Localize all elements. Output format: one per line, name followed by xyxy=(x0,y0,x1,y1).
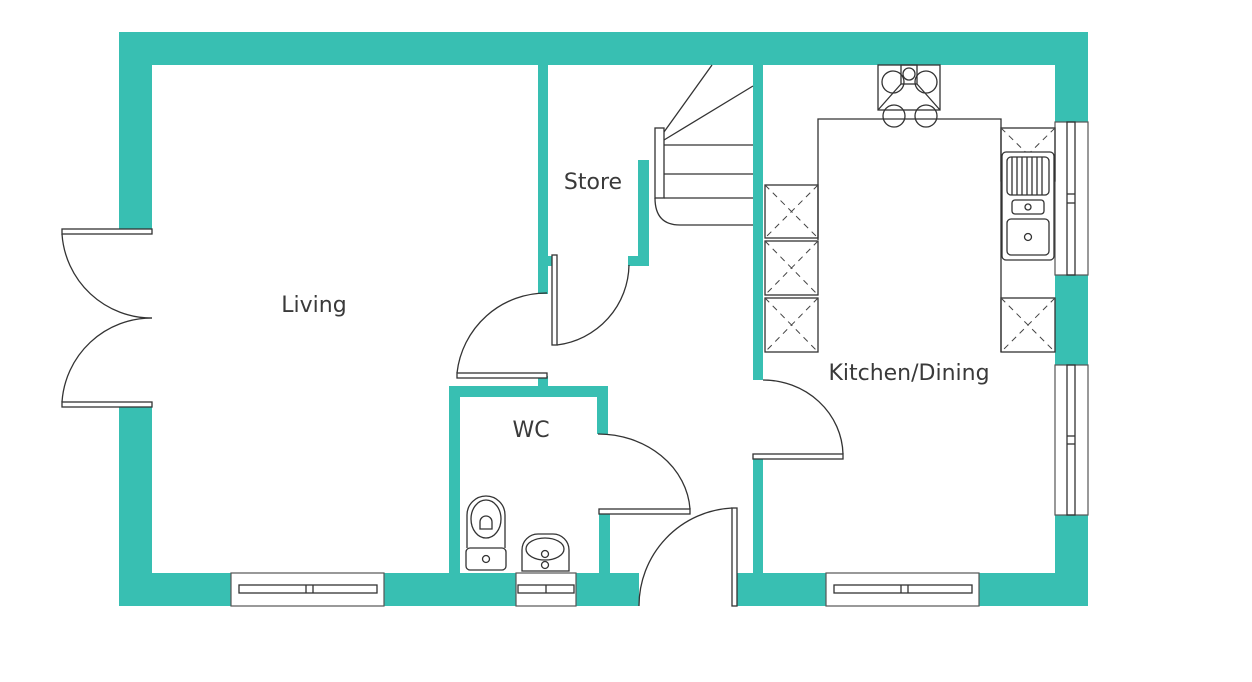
window-icon xyxy=(1054,364,1089,516)
door-icon[interactable] xyxy=(638,507,738,607)
appliance-icon xyxy=(764,297,819,353)
wall-wc-top xyxy=(449,386,608,397)
doors xyxy=(61,228,844,607)
double-door-icon[interactable] xyxy=(61,228,153,408)
wall-store-return xyxy=(628,256,649,266)
window-icon xyxy=(1054,121,1089,276)
door-icon[interactable] xyxy=(551,254,630,346)
wall-store-right xyxy=(638,160,649,266)
room-label-store: Store xyxy=(564,170,622,195)
wall-living-stub xyxy=(538,376,548,388)
hob-icon xyxy=(877,64,941,128)
wall-bottom-4 xyxy=(737,573,826,606)
wall-wc-right-upper xyxy=(597,386,608,434)
kitchen-units xyxy=(764,64,1056,353)
wall-left-lower xyxy=(119,407,152,606)
window-icon xyxy=(825,572,980,607)
door-icon[interactable] xyxy=(456,292,548,379)
room-label-living: Living xyxy=(281,293,346,318)
wall-wc-right-lower xyxy=(599,514,610,576)
windows xyxy=(230,121,1089,607)
wall-kitchen-lower xyxy=(753,457,763,577)
wall-right-mid xyxy=(1055,275,1088,365)
wall-store-left-stub xyxy=(548,256,554,266)
wall-wc-left xyxy=(449,386,460,576)
staircase-icon xyxy=(654,64,754,226)
door-icon[interactable] xyxy=(597,433,691,515)
wall-right-lower xyxy=(1055,515,1088,606)
wall-bottom-2 xyxy=(384,573,516,606)
toilet-icon xyxy=(465,495,507,571)
basin-icon xyxy=(521,533,570,572)
appliance-icon xyxy=(764,240,819,296)
walls xyxy=(119,32,1088,606)
wall-bottom-3 xyxy=(576,573,639,606)
door-icon[interactable] xyxy=(752,379,844,460)
wall-right-upper xyxy=(1055,32,1088,122)
wall-left-upper xyxy=(119,32,152,229)
appliance-icon xyxy=(764,184,819,239)
wall-kitchen-upper xyxy=(753,60,763,380)
window-icon xyxy=(515,572,577,607)
wall-top xyxy=(119,32,1088,65)
wall-bottom-1 xyxy=(119,573,231,606)
sink-icon xyxy=(1001,151,1055,261)
window-icon xyxy=(230,572,385,607)
room-label-kitchen: Kitchen/Dining xyxy=(828,361,989,386)
appliance-icon xyxy=(1000,297,1056,353)
room-label-wc: WC xyxy=(512,418,549,443)
wall-living-store xyxy=(538,60,548,294)
